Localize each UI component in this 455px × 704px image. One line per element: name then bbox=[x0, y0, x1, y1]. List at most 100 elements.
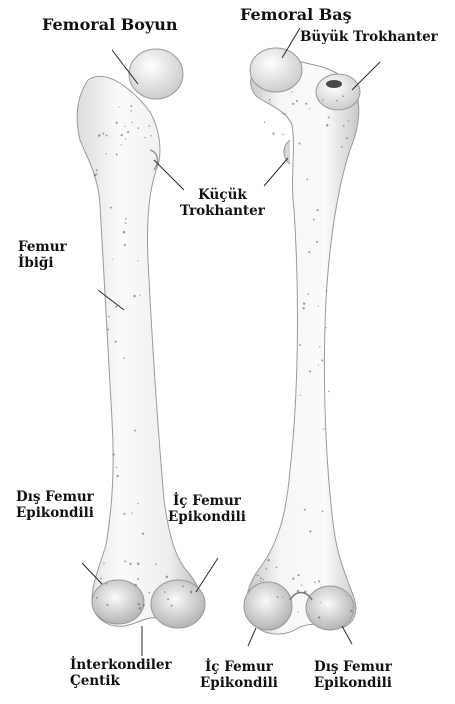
label-lateral-epicondyle-right: Dış Femur Epikondili bbox=[314, 660, 392, 691]
left-lateral-condyle bbox=[92, 580, 144, 624]
bone-speckle bbox=[291, 91, 292, 92]
bone-speckle bbox=[164, 591, 166, 593]
bone-speckle bbox=[98, 134, 101, 137]
bone-speckle bbox=[132, 122, 133, 123]
bone-speckle bbox=[137, 260, 138, 261]
bone-speckle bbox=[139, 607, 141, 609]
right-femur-body bbox=[247, 60, 359, 634]
bone-speckle bbox=[121, 144, 122, 145]
bone-speckle bbox=[130, 110, 132, 112]
right-lateral-condyle bbox=[306, 586, 354, 630]
bone-speckle bbox=[281, 113, 282, 114]
bone-speckle bbox=[137, 563, 140, 566]
bone-speckle bbox=[319, 346, 320, 347]
bone-speckle bbox=[326, 124, 329, 127]
bone-speckle bbox=[129, 563, 131, 565]
bone-speckle bbox=[105, 153, 106, 154]
right-trochanteric-fossa bbox=[326, 80, 342, 88]
bone-speckle bbox=[307, 293, 309, 295]
label-lesser-trochanter: Küçük Trokhanter bbox=[180, 188, 265, 219]
bone-speckle bbox=[155, 563, 157, 565]
bone-speckle bbox=[125, 222, 127, 224]
bone-speckle bbox=[323, 428, 325, 430]
bone-speckle bbox=[113, 453, 115, 455]
bone-speckle bbox=[167, 598, 169, 600]
bone-speckle bbox=[303, 307, 305, 309]
bone-speckle bbox=[308, 251, 310, 253]
bone-speckle bbox=[130, 105, 132, 107]
bone-speckle bbox=[305, 103, 307, 105]
bone-speckle bbox=[166, 576, 169, 579]
bone-speckle bbox=[137, 603, 139, 605]
bone-speckle bbox=[343, 125, 345, 127]
bone-speckle bbox=[103, 563, 104, 564]
bone-speckle bbox=[325, 327, 326, 328]
bone-speckle bbox=[115, 122, 117, 124]
bone-speckle bbox=[304, 509, 306, 511]
bone-speckle bbox=[171, 605, 173, 607]
right-greater-trochanter bbox=[316, 74, 360, 110]
bone-speckle bbox=[342, 95, 344, 97]
leader-medial-epicondyle-right bbox=[248, 628, 256, 646]
bone-speckle bbox=[116, 153, 118, 155]
bone-speckle bbox=[150, 135, 152, 137]
bone-speckle bbox=[341, 146, 343, 148]
bone-speckle bbox=[131, 512, 133, 514]
bone-speckle bbox=[94, 174, 97, 177]
bone-speckle bbox=[292, 578, 294, 580]
bone-speckle bbox=[148, 125, 150, 127]
bone-speckle bbox=[282, 596, 283, 597]
right-femoral-head bbox=[250, 48, 302, 92]
leader-lateral-epicondyle-right bbox=[342, 626, 352, 644]
bone-speckle bbox=[299, 344, 301, 346]
bone-speckle bbox=[297, 590, 299, 592]
bone-speckle bbox=[107, 328, 109, 330]
bone-speckle bbox=[276, 566, 278, 568]
bone-speckle bbox=[314, 581, 316, 583]
label-femoral-head: Femoral Baş bbox=[240, 6, 352, 24]
bone-speckle bbox=[316, 241, 318, 243]
label-femoral-neck: Femoral Boyun bbox=[42, 16, 177, 34]
bone-speckle bbox=[190, 592, 191, 593]
leader-greater-trochanter bbox=[352, 62, 380, 90]
bone-speckle bbox=[320, 602, 321, 603]
leader-medial-epicondyle-left bbox=[196, 558, 218, 592]
bone-speckle bbox=[350, 610, 352, 612]
bone-speckle bbox=[336, 100, 338, 102]
bone-speckle bbox=[322, 99, 323, 100]
bone-speckle bbox=[299, 143, 301, 145]
bone-speckle bbox=[284, 113, 286, 115]
bone-speckle bbox=[257, 574, 259, 576]
bone-speckle bbox=[138, 127, 140, 129]
bone-speckle bbox=[299, 395, 300, 396]
bone-speckle bbox=[328, 391, 330, 393]
bone-speckle bbox=[96, 173, 98, 175]
bone-speckle bbox=[115, 341, 117, 343]
bone-speckle bbox=[118, 107, 119, 108]
bone-speckle bbox=[308, 614, 309, 615]
bone-speckle bbox=[116, 467, 117, 468]
bone-speckle bbox=[137, 503, 138, 504]
bone-speckle bbox=[328, 116, 330, 118]
bone-speckle bbox=[143, 604, 145, 606]
bone-speckle bbox=[124, 560, 126, 562]
bone-speckle bbox=[125, 218, 127, 220]
bone-speckle bbox=[148, 592, 150, 594]
bone-speckle bbox=[123, 513, 125, 515]
bone-speckle bbox=[318, 365, 319, 366]
bone-speckle bbox=[304, 590, 307, 593]
bone-speckle bbox=[313, 219, 315, 221]
right-lesser-trochanter bbox=[284, 140, 290, 164]
bone-speckle bbox=[96, 169, 98, 171]
bone-speckle bbox=[140, 295, 141, 296]
bone-speckle bbox=[346, 137, 348, 139]
right-medial-condyle bbox=[244, 582, 292, 630]
leader-lesser-trochanter-right bbox=[264, 158, 288, 186]
bone-speckle bbox=[137, 578, 139, 580]
bone-speckle bbox=[117, 475, 119, 477]
bone-speckle bbox=[318, 305, 319, 306]
bone-speckle bbox=[121, 134, 123, 136]
left-femur bbox=[77, 49, 205, 628]
bone-speckle bbox=[260, 581, 261, 582]
